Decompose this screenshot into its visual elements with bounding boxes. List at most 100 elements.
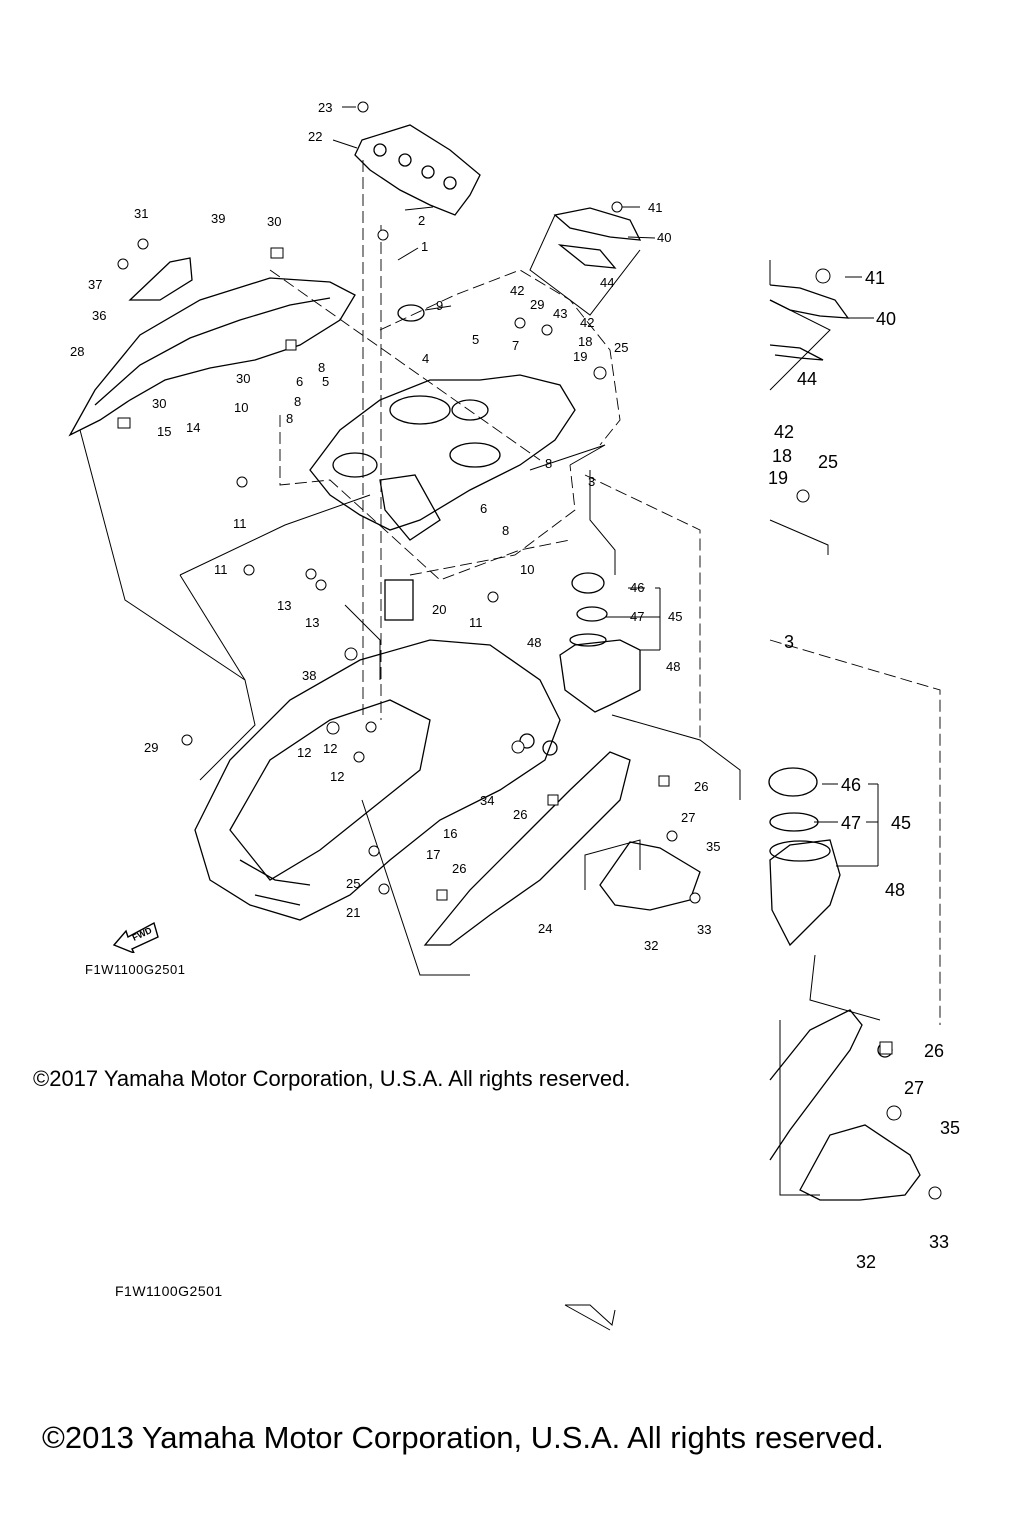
detail-callout-32: 32: [856, 1252, 876, 1272]
detail-callout-40: 40: [876, 309, 896, 329]
callout-30a: 30: [267, 214, 281, 229]
part-cap-46: [571, 572, 605, 594]
part-vent-32: [599, 841, 701, 911]
part-deck: [194, 639, 561, 921]
callout-12c: 12: [330, 769, 344, 784]
fwd-arrow-icon: FWD: [112, 921, 159, 953]
part-ring-47: [576, 606, 608, 622]
leader-lines: [79, 214, 881, 1331]
detail-callout-27: 27: [904, 1078, 924, 1098]
detail-callout-47: 47: [841, 813, 861, 833]
callout-26b: 26: [513, 807, 527, 822]
callout-12b: 12: [323, 741, 337, 756]
callout-39: 39: [211, 211, 225, 226]
callout-7: 7: [512, 338, 519, 353]
detail-callout-3: 3: [784, 632, 794, 652]
detail-callout-41: 41: [865, 268, 885, 288]
callout-ticks: [332, 106, 879, 867]
detail-callout-19: 19: [768, 468, 788, 488]
callout-13b: 13: [305, 615, 319, 630]
callout-40: 40: [657, 230, 671, 245]
part-cover-22: [354, 124, 481, 216]
callout-18: 18: [578, 334, 592, 349]
callout-31: 31: [134, 206, 148, 221]
detail-lid-40: [769, 284, 850, 319]
callout-5b: 5: [322, 374, 329, 389]
callout-23: 23: [318, 100, 332, 115]
detail-vent-32: [799, 1124, 921, 1201]
detail-callout-48: 48: [885, 880, 905, 900]
callout-5a: 5: [472, 332, 479, 347]
part-tank-45: [559, 639, 641, 713]
copyright-2013: ©2013 Yamaha Motor Corporation, U.S.A. A…: [42, 1420, 884, 1455]
part-rail-24: [423, 751, 631, 946]
callouts-detail: 41 40 44 42 18 19 25 3 46 47 45 48 26 27…: [768, 268, 960, 1272]
callout-43: 43: [553, 306, 567, 321]
callout-48b: 48: [666, 659, 680, 674]
callout-8e: 8: [502, 523, 509, 538]
callout-2: 2: [418, 213, 425, 228]
callout-41: 41: [648, 200, 662, 215]
part-panel-28: [68, 277, 356, 437]
callout-6b: 6: [480, 501, 487, 516]
detail-rail: [769, 1009, 863, 1161]
detail-callout-44: 44: [797, 369, 817, 389]
callout-34: 34: [480, 793, 494, 808]
callout-25b: 25: [346, 876, 360, 891]
callout-11c: 11: [469, 615, 483, 630]
part-piece-44: [557, 244, 617, 269]
callout-30b: 30: [236, 371, 250, 386]
detail-callout-25: 25: [818, 452, 838, 472]
callout-29b: 29: [144, 740, 158, 755]
callout-14: 14: [186, 420, 200, 435]
callout-42b: 42: [580, 315, 594, 330]
callout-24: 24: [538, 921, 552, 936]
detail-callout-42: 42: [774, 422, 794, 442]
callout-3: 3: [588, 474, 595, 489]
callout-10b: 10: [520, 562, 534, 577]
detail-callout-46: 46: [841, 775, 861, 795]
callout-13a: 13: [277, 598, 291, 613]
callout-30c: 30: [152, 396, 166, 411]
callout-45: 45: [668, 609, 682, 624]
callout-28: 28: [70, 344, 84, 359]
part-outlines: [68, 124, 921, 1201]
callout-15: 15: [157, 424, 171, 439]
callout-20: 20: [432, 602, 446, 617]
callout-35: 35: [706, 839, 720, 854]
callout-8c: 8: [286, 411, 293, 426]
callout-16: 16: [443, 826, 457, 841]
callout-29a: 29: [530, 297, 544, 312]
callout-27: 27: [681, 810, 695, 825]
callout-33: 33: [697, 922, 711, 937]
callout-6a: 6: [296, 374, 303, 389]
callout-48a: 48: [527, 635, 541, 650]
callout-22: 22: [308, 129, 322, 144]
callout-44: 44: [600, 275, 614, 290]
detail-callout-18: 18: [772, 446, 792, 466]
diagram-code-small: F1W1100G2501: [85, 962, 186, 977]
copyright-2017: ©2017 Yamaha Motor Corporation, U.S.A. A…: [33, 1066, 631, 1091]
callout-42a: 42: [510, 283, 524, 298]
callout-38: 38: [302, 668, 316, 683]
callout-26a: 26: [694, 779, 708, 794]
callout-32: 32: [644, 938, 658, 953]
callout-26c: 26: [452, 861, 466, 876]
callout-9: 9: [436, 298, 443, 313]
detail-callout-26: 26: [924, 1041, 944, 1061]
callout-10a: 10: [234, 400, 248, 415]
callout-36: 36: [92, 308, 106, 323]
part-louver-36: [128, 257, 193, 301]
callout-25a: 25: [614, 340, 628, 355]
detail-callout-33: 33: [929, 1232, 949, 1252]
callout-21: 21: [346, 905, 360, 920]
callout-37: 37: [88, 277, 102, 292]
callout-4: 4: [422, 351, 429, 366]
callout-12a: 12: [297, 745, 311, 760]
callout-11a: 11: [233, 516, 247, 531]
detail-callout-45: 45: [891, 813, 911, 833]
callout-11b: 11: [214, 562, 228, 577]
part-hood-3: [309, 374, 576, 531]
callout-19: 19: [573, 349, 587, 364]
